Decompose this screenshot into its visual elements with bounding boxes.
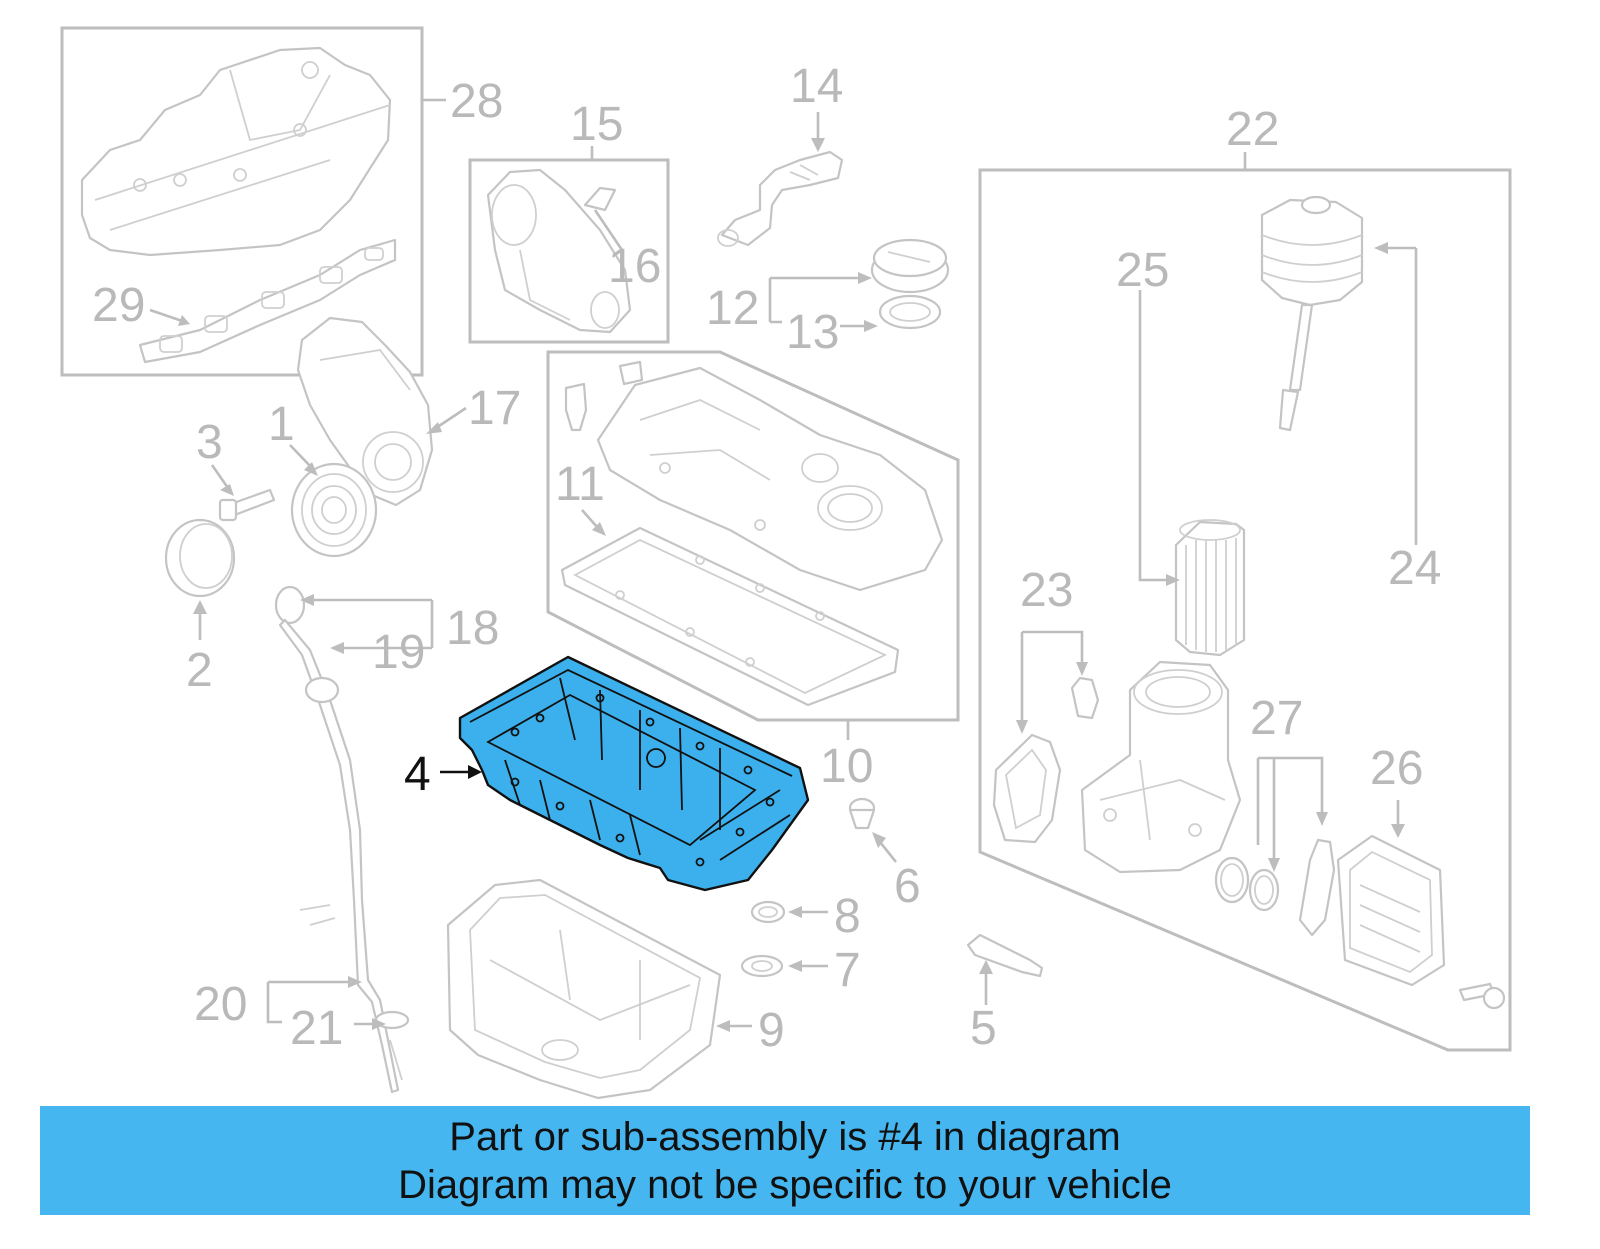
- callout-11: 11: [555, 458, 605, 511]
- callout-25: 25: [1116, 244, 1169, 297]
- group-box-15: [468, 146, 670, 344]
- callout-18-19-leaders: [300, 594, 434, 654]
- group-box-28: [60, 26, 446, 377]
- breather-hose-part: [717, 112, 844, 247]
- sealant-tube-part: [966, 933, 1044, 1005]
- callout-15: 15: [570, 98, 623, 151]
- dipstick-part: [274, 585, 410, 1094]
- oil-filter-element-part: [1138, 290, 1246, 657]
- callout-4: 4: [404, 748, 431, 801]
- small-plug-parts: [564, 360, 644, 432]
- timing-cover-part: [486, 168, 632, 334]
- engine-cover-part: [296, 316, 467, 507]
- callout-12-13-leaders: [768, 272, 878, 332]
- seal-ring-part: [750, 900, 828, 924]
- callout-17: 17: [468, 382, 521, 435]
- sensor-seal-part: [740, 954, 828, 978]
- callout-24: 24: [1388, 542, 1441, 595]
- cap-part: [164, 518, 236, 640]
- callout-29: 29: [92, 279, 145, 332]
- lower-oil-pan-part: [446, 878, 752, 1100]
- valve-cover-gasket-part: [560, 509, 900, 707]
- group-box-10: [546, 350, 960, 740]
- callout-27: 27: [1250, 692, 1303, 745]
- callout-28: 28: [450, 75, 503, 128]
- callout-9: 9: [758, 1004, 785, 1057]
- group-box-22: [978, 152, 1512, 1052]
- callout-21: 21: [290, 1002, 343, 1055]
- callout-12: 12: [706, 282, 759, 335]
- callout-1: 1: [268, 398, 295, 451]
- oil-filter-cap-part: [1260, 195, 1418, 545]
- oil-pan-highlighted-part: [458, 655, 810, 892]
- banner-line-part-number: Part or sub-assembly is #4 in diagram: [449, 1114, 1121, 1159]
- callout-14: 14: [790, 60, 843, 113]
- banner-line-disclaimer: Diagram may not be specific to your vehi…: [398, 1162, 1172, 1207]
- callout-5: 5: [970, 1002, 997, 1055]
- oil-cooler-part: [1336, 800, 1506, 1010]
- bolt-part: [210, 464, 276, 522]
- clip-part: [583, 186, 624, 251]
- manifold-gasket-part: [138, 238, 397, 364]
- callout-6: 6: [894, 860, 921, 913]
- callout-8: 8: [834, 890, 861, 943]
- callout-16: 16: [608, 240, 661, 293]
- pulley-part: [289, 444, 378, 558]
- housing-gasket-part: [992, 630, 1100, 844]
- callout-3: 3: [196, 416, 223, 469]
- info-banner: Part or sub-assembly is #4 in diagram Di…: [40, 1106, 1530, 1215]
- callout-20-21-leaders: [266, 976, 386, 1030]
- callout-4-leader: [440, 765, 482, 779]
- callout-10: 10: [820, 740, 873, 793]
- callout-26: 26: [1370, 742, 1423, 795]
- callout-23: 23: [1020, 564, 1073, 617]
- intake-manifold-part: [80, 46, 392, 257]
- oil-filler-cap-part: [870, 238, 950, 330]
- callout-13: 13: [786, 306, 839, 359]
- callout-20: 20: [194, 978, 247, 1031]
- drain-plug-part: [848, 797, 898, 863]
- valve-cover-part: [596, 366, 944, 592]
- oil-filter-housing-part: [1080, 660, 1242, 874]
- callout-7: 7: [834, 944, 861, 997]
- callout-19: 19: [372, 626, 425, 679]
- o-ring-set-part: [1214, 756, 1336, 937]
- callout-2: 2: [186, 644, 213, 697]
- callout-22: 22: [1226, 103, 1279, 156]
- callout-18: 18: [446, 602, 499, 655]
